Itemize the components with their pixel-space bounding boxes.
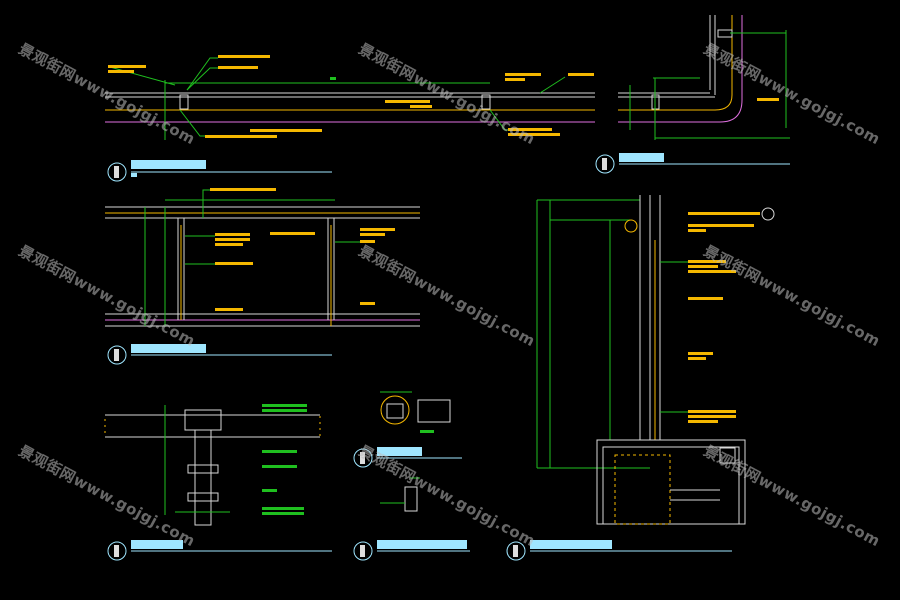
title-block-6 — [353, 540, 470, 561]
detail-wall-section — [536, 195, 775, 525]
detail-bracket — [380, 477, 420, 512]
title-block-3 — [107, 344, 332, 365]
detail-small-fitting — [380, 391, 451, 433]
title-block-2 — [595, 153, 790, 174]
detail-corner — [618, 15, 790, 140]
title-block-5 — [353, 447, 462, 468]
title-block-4 — [107, 540, 332, 561]
detail-section-post — [104, 404, 321, 526]
title-block-7 — [506, 540, 732, 561]
title-block-1 — [107, 160, 332, 182]
detail-plan-top — [105, 55, 595, 140]
detail-elevation — [105, 188, 420, 327]
